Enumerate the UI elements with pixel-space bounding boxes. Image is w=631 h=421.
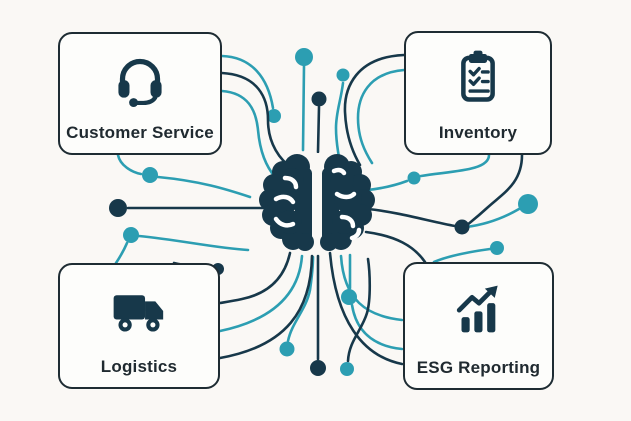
wire (220, 71, 295, 171)
wire (350, 303, 404, 351)
wire (114, 241, 129, 265)
wire-node-dot (340, 362, 354, 376)
node-label: ESG Reporting (416, 358, 541, 378)
node-logistics: Logistics (58, 263, 220, 389)
wire-node-dot (490, 241, 504, 255)
wire (316, 105, 321, 154)
wire-node-dot (336, 68, 350, 82)
wire (346, 257, 372, 363)
wire-node-dot (407, 171, 421, 185)
wire (464, 153, 524, 228)
wire (343, 53, 406, 167)
wire (116, 153, 143, 176)
wire (356, 68, 406, 165)
node-label: Inventory (438, 123, 518, 143)
node-customer-service: Customer Service (58, 32, 222, 155)
node-esg-reporting: ESG Reporting (403, 262, 554, 390)
wire-node-dot (454, 219, 470, 235)
wire (218, 254, 314, 360)
node-inventory: Inventory (404, 31, 552, 155)
wire (137, 234, 250, 252)
wire (220, 54, 275, 110)
wire (334, 81, 345, 160)
wire (419, 153, 491, 178)
wire (432, 247, 492, 264)
wire-node-dot (310, 360, 326, 376)
wire (366, 207, 457, 228)
wire (218, 254, 304, 333)
wire (464, 207, 521, 229)
wire (218, 251, 292, 305)
wire-node-dot (311, 91, 327, 107)
delivery-truck-icon (113, 295, 164, 332)
wire (339, 254, 404, 322)
growth-chart-icon (456, 285, 498, 333)
wire-node-dot (295, 48, 313, 66)
wire (156, 175, 252, 199)
wire (328, 251, 404, 366)
wire (364, 230, 427, 264)
headset-icon (118, 58, 162, 107)
wire (366, 179, 409, 192)
wire (301, 64, 306, 152)
node-label: Logistics (100, 357, 178, 377)
node-label: Customer Service (66, 123, 214, 143)
wire-node-dot (518, 194, 538, 214)
wire-node-dot (109, 199, 127, 217)
clipboard-checklist-icon (461, 50, 495, 102)
brain-icon (259, 153, 375, 253)
wire (220, 89, 277, 179)
wire-node-dot (123, 227, 139, 243)
wire-node-dot (341, 289, 357, 305)
wire-node-dot (279, 341, 295, 357)
wire-node-dot (267, 109, 281, 123)
wire-node-dot (142, 167, 158, 183)
